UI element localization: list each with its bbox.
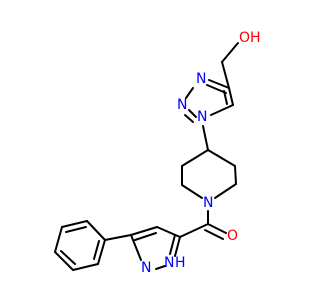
bond-pip-c4-c3 [207,149,236,167]
bond-n2-n1 [184,114,194,123]
bond-pyr-c4-c3 [130,226,158,236]
bond-n3-n2 [185,87,194,99]
triazole-n2-label: N [177,97,187,113]
bond-c4-n3 [208,79,230,89]
bond-ph-c2-c3 [61,220,88,228]
bond-ph-c4-c5-double [60,250,76,265]
bond-ph-c6-c1 [97,239,106,265]
pyrazole-n-label: N [141,260,151,276]
bond-c4-n3-double [206,84,227,94]
bond-pip-c3-c2 [234,165,237,185]
bond-ch2-c4 [221,61,230,89]
bond-pip-c2-n [214,183,237,199]
bond-ph-c6-c1-double [93,240,100,260]
bond-pyr-phenyl [104,234,132,241]
bond-pip-c5-c4 [181,149,209,167]
bond-ph-c3-c4 [54,226,63,253]
bond-pyr-c4-c3-double [134,232,157,241]
pyrazole-nh-label: N [164,255,174,271]
bond-carbonyl-pyrazole [179,223,209,238]
bond-n2-n1-double [188,109,197,118]
bond-n1-c5 [210,104,234,116]
bond-layer [54,42,239,271]
bond-carbonyl-o [207,223,227,234]
bond-carbonyl-o-double [204,229,224,240]
bond-pyr-n2-n1 [155,265,166,270]
bond-ph-c5-c6 [72,263,99,271]
bond-pyr-n1-c5 [174,236,181,257]
bond-pyr-c3-n2 [130,234,142,261]
bond-ph-c2-c3-double [65,226,87,233]
molecule-structure: OH N N N N O N N H [54,30,261,276]
bond-pyr-c5-c4 [156,226,181,238]
bond-ph-c1-c2 [86,220,106,241]
bond-pip-n-c6 [181,184,203,199]
hydroxyl-label: OH [239,30,261,46]
atom-label-layer: OH N N N N O N N H [141,30,261,276]
bond-n1-c4pip [202,125,209,151]
pyrazole-h-label: H [175,255,186,271]
triazole-n3-label: N [196,71,206,87]
carbonyl-o-label: O [227,228,238,244]
bond-c5-c4 [228,87,234,106]
bond-pyr-n1-c5-double [169,234,176,255]
bond-ph-c4-c5 [54,251,74,271]
piperidine-n-label: N [203,195,213,211]
bond-c5-c4-double [223,90,228,105]
bond-oh-ch2 [221,42,239,63]
triazole-n1-label: N [197,109,207,125]
